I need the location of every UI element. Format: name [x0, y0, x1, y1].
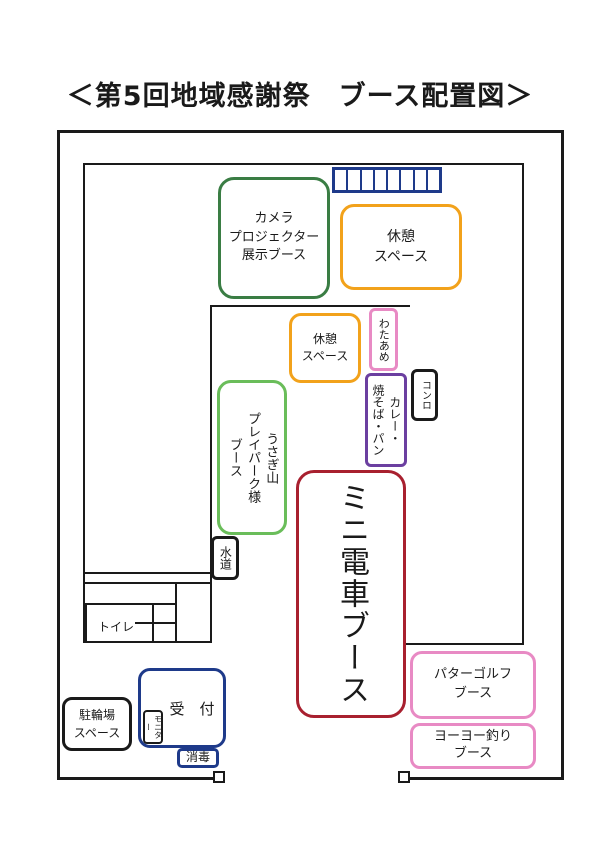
toilet-line-7: [135, 622, 175, 624]
putter-golf-booth: パターゴルフ ブース: [410, 651, 536, 719]
corridor-bottom-wall: [83, 641, 212, 643]
water-tap: 水道: [211, 536, 239, 580]
usagiyama-playpark-booth: うさぎ山 プレイパーク様 ブース: [217, 380, 287, 535]
stage-rack: [332, 167, 442, 193]
toilet-label: トイレ: [98, 620, 135, 634]
corridor-left-wall: [210, 305, 212, 643]
gate-post-right: [398, 771, 410, 783]
corridor-top-wall: [210, 305, 410, 307]
page-title: ＜第5回地域感謝祭 ブース配置図＞: [66, 81, 534, 112]
camera-projector-booth: カメラ プロジェクター 展示ブース: [218, 177, 330, 299]
reception-label: 受 付: [169, 700, 215, 718]
building-right-wall: [522, 163, 524, 645]
bicycle-parking-space: 駐輪場 スペース: [62, 697, 132, 751]
toilet-line-4: [85, 603, 175, 605]
toilet-line-2: [83, 582, 212, 584]
building-top-wall: [83, 163, 524, 165]
stove-booth: コンロ: [411, 369, 438, 421]
toilet-line-5: [85, 603, 87, 641]
building-right-bottom: [405, 643, 524, 645]
gate-post-left: [213, 771, 225, 783]
outer-bottom-left: [57, 777, 217, 780]
toilet-line-3: [175, 582, 177, 642]
toilet-line-1: [83, 572, 212, 574]
rest-space-middle: 休憩 スペース: [289, 313, 361, 383]
outer-bottom-right: [405, 777, 564, 780]
yoyo-fishing-booth: ヨーヨー釣り ブース: [410, 723, 536, 769]
curry-yakisoba-bread-booth: カレー・ 焼そば・パン: [365, 373, 407, 467]
rest-space-top: 休憩 スペース: [340, 204, 462, 290]
disinfection-station: 消毒: [177, 748, 219, 768]
mini-train-booth: ミニ電車ブース: [296, 470, 406, 718]
building-left-wall: [83, 163, 85, 642]
wataame-booth: わたあめ: [369, 308, 398, 371]
outer-boundary: [57, 130, 564, 780]
monitor-box: モニター: [143, 710, 163, 744]
